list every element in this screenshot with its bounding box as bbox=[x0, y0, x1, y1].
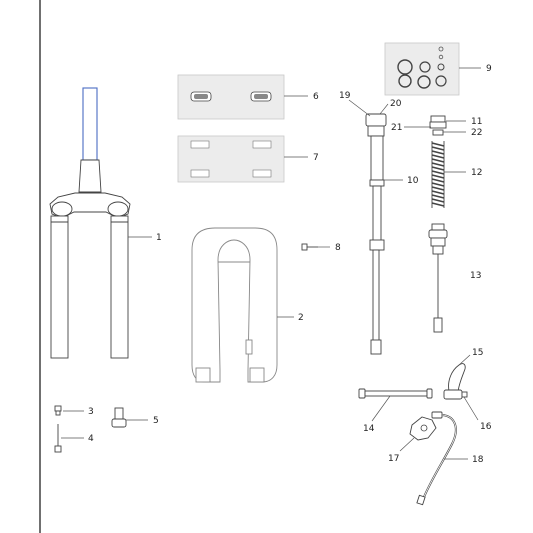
callout-12: 12 bbox=[471, 168, 482, 178]
steerer-tube bbox=[82, 87, 98, 161]
callout-22: 22 bbox=[471, 128, 482, 138]
callout-18: 18 bbox=[472, 455, 484, 465]
leader-17 bbox=[399, 437, 415, 452]
callout-2: 2 bbox=[298, 313, 304, 323]
part-7-panel bbox=[177, 135, 285, 183]
part-11-top-cap bbox=[429, 115, 447, 129]
part-13-damper bbox=[428, 223, 448, 333]
callout-19: 19 bbox=[339, 91, 351, 101]
part-15-qr-lever bbox=[443, 363, 468, 400]
callout-14: 14 bbox=[363, 424, 375, 434]
callout-10: 10 bbox=[407, 176, 419, 186]
callout-4: 4 bbox=[88, 434, 94, 444]
part-6-panel bbox=[177, 74, 285, 120]
callout-5: 5 bbox=[153, 416, 159, 426]
callout-8: 8 bbox=[335, 243, 341, 253]
leader-19 bbox=[348, 99, 371, 117]
callout-11: 11 bbox=[471, 117, 482, 127]
part-2-lower-leg bbox=[191, 227, 278, 383]
part-4-pin bbox=[54, 424, 62, 453]
part-14-axle bbox=[358, 388, 433, 399]
callout-6: 6 bbox=[313, 92, 319, 102]
part-17-remote-lever bbox=[409, 411, 443, 441]
part-22-spacer bbox=[432, 129, 444, 136]
callout-21: 21 bbox=[391, 123, 402, 133]
callout-20: 20 bbox=[390, 99, 402, 109]
part-3-bolt bbox=[54, 405, 62, 416]
leader-14 bbox=[371, 395, 391, 422]
part-18-cable bbox=[416, 414, 457, 506]
part-8-valve-cap bbox=[301, 243, 318, 251]
callout-1: 1 bbox=[156, 233, 162, 243]
part-5-valve bbox=[111, 407, 127, 428]
callout-3: 3 bbox=[88, 407, 94, 417]
part-1-crown-steerer-uppers bbox=[49, 87, 131, 359]
leader-16 bbox=[463, 396, 479, 421]
callout-7: 7 bbox=[313, 153, 319, 163]
part-9-seal-kit bbox=[384, 42, 460, 96]
callout-13: 13 bbox=[470, 271, 481, 281]
callout-9: 9 bbox=[486, 64, 492, 74]
callout-17: 17 bbox=[388, 454, 399, 464]
part-10-air-shaft bbox=[365, 113, 387, 355]
callout-15: 15 bbox=[472, 348, 483, 358]
callout-16: 16 bbox=[480, 422, 492, 432]
part-12-coil-spring bbox=[431, 140, 445, 210]
leader-20 bbox=[379, 103, 389, 115]
leader-15 bbox=[458, 354, 471, 366]
